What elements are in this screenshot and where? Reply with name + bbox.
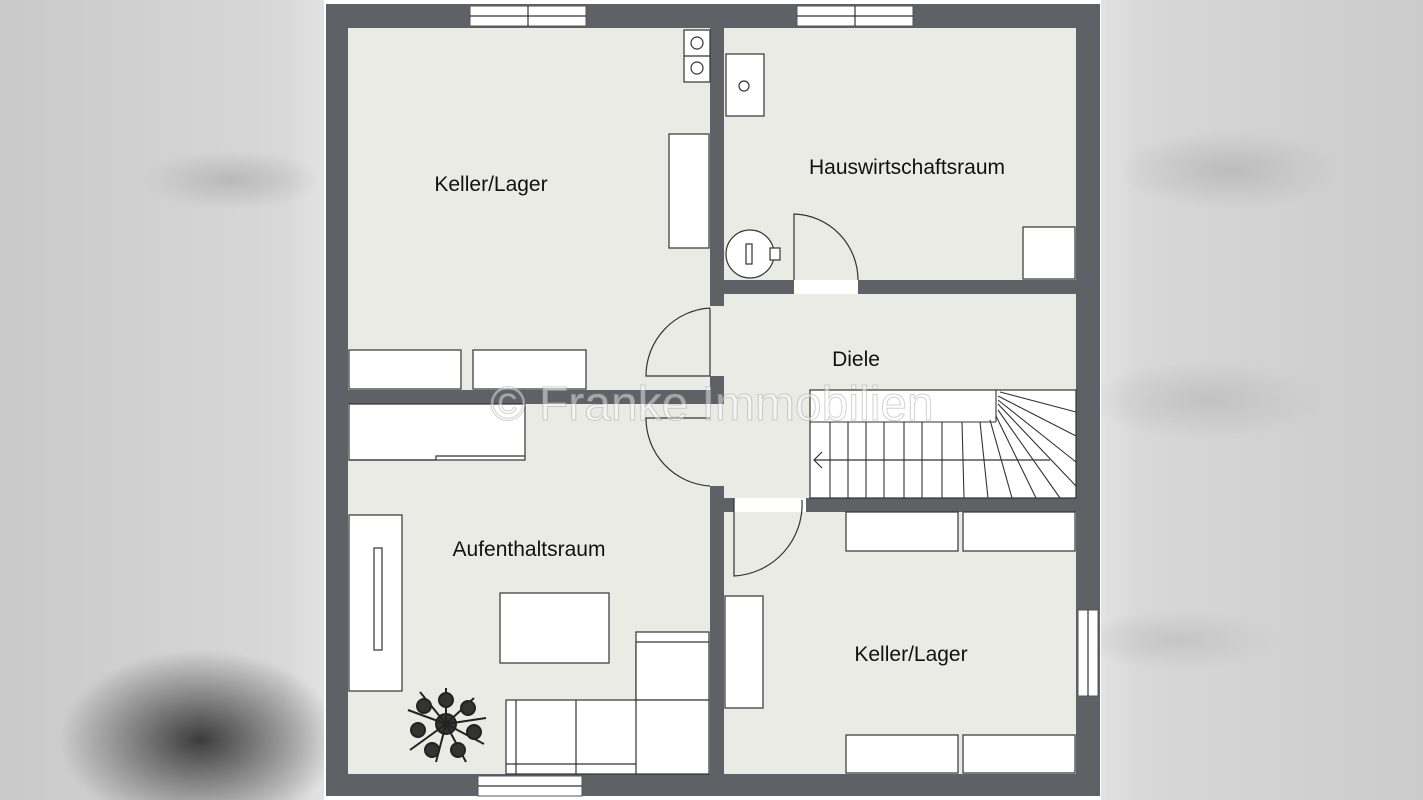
interior-wall-hwr-right <box>858 280 1076 294</box>
outer-wall-top <box>326 4 1100 28</box>
interior-wall-stairs-stub <box>724 498 734 512</box>
interior-wall-stub-1 <box>710 376 724 404</box>
windows <box>469 5 1099 797</box>
interior-wall-hwr-left <box>724 280 794 294</box>
furniture-hauswirtschaftsraum <box>725 53 1076 280</box>
interior-wall-stairs-bottom <box>806 498 1076 512</box>
furniture-aufenthaltsraum <box>348 403 710 775</box>
sideboard-top <box>348 403 526 461</box>
furniture-keller-top <box>348 29 711 390</box>
door-keller-top <box>645 307 711 377</box>
shelf-bottom-3 <box>845 734 959 774</box>
shelf-top-2 <box>962 511 1076 552</box>
doors <box>645 213 859 577</box>
room-label-aufenthaltsraum: Aufenthaltsraum <box>453 538 606 561</box>
room-label-keller-lager-top: Keller/Lager <box>434 173 547 196</box>
floor-keller-lager-top <box>348 28 710 390</box>
stairs-outline <box>809 389 1077 499</box>
stairs-arrow <box>813 451 823 469</box>
cabinet-left-bottom <box>724 595 764 709</box>
door-hauswirtschaftsraum <box>793 213 859 281</box>
interior-wall-vertical-lower <box>710 498 724 774</box>
watermark: © Franke Immobilien <box>490 378 934 431</box>
sofa-main <box>505 699 710 775</box>
shelf-bottom-4 <box>962 734 1076 774</box>
door-aufenthaltsraum <box>645 417 711 487</box>
sink <box>725 53 765 117</box>
interior-wall-vertical-upper <box>710 28 724 306</box>
table <box>499 592 610 664</box>
outer-wall-bottom <box>326 774 1100 796</box>
room-label-hauswirtschaftsraum: Hauswirtschaftsraum <box>809 156 1005 179</box>
plant-icon <box>407 688 487 763</box>
interior-wall-horizontal-left <box>348 390 710 404</box>
outer-wall-left <box>326 4 348 796</box>
room-label-keller-lager-bottom: Keller/Lager <box>854 643 967 666</box>
furniture-keller-bottom <box>724 511 1076 774</box>
floor-hauswirtschaftsraum <box>724 28 1076 280</box>
room-label-diele: Diele <box>832 348 880 371</box>
staircase <box>809 389 1077 499</box>
door-keller-bottom <box>733 498 803 577</box>
cabinet-corner <box>1022 226 1076 280</box>
cabinet-right <box>668 133 710 249</box>
interior-wall-stub-2 <box>710 486 724 498</box>
shelf-top-1 <box>845 511 959 552</box>
floor-keller-lager-bottom <box>724 512 1076 774</box>
shelf-bottom-2 <box>472 349 587 390</box>
shelf-bottom-1 <box>348 349 462 390</box>
